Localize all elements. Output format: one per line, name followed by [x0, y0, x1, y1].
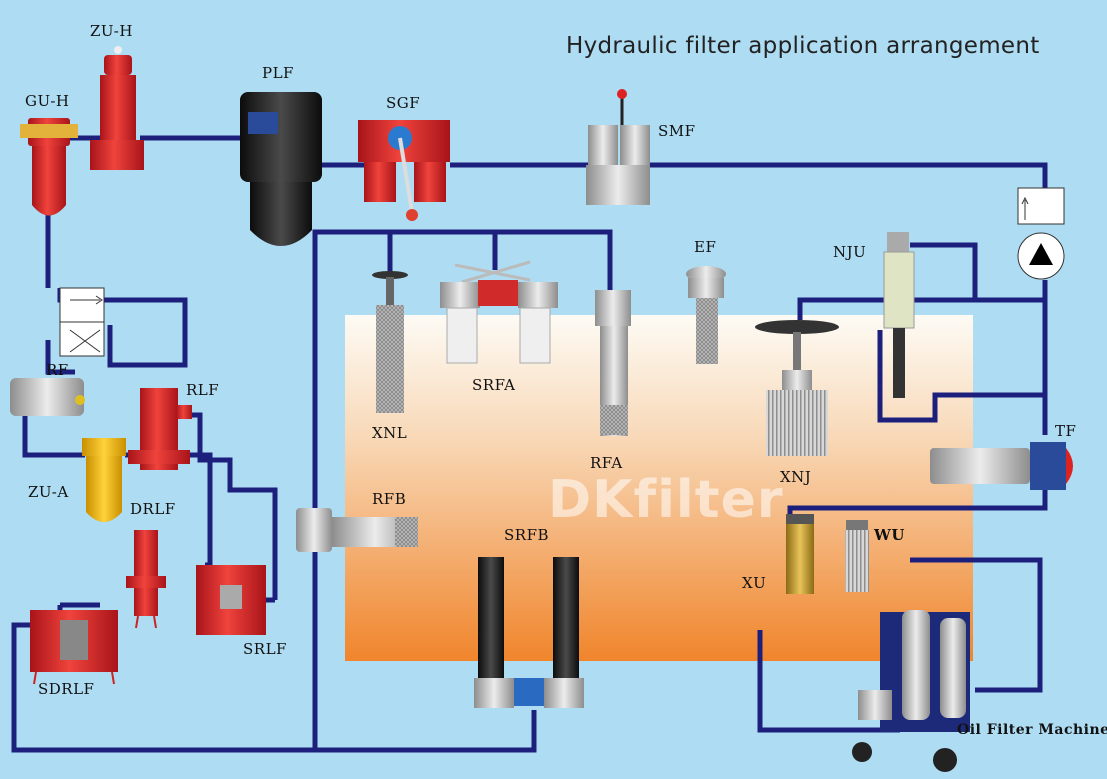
label-plf: PLF: [262, 64, 294, 82]
rf-filter: [10, 378, 85, 416]
label-gu-h: GU-H: [25, 92, 70, 110]
drlf-filter: [126, 530, 166, 629]
rfa-filter: [595, 290, 631, 436]
oil-filter-machine: [852, 610, 970, 772]
sgf-filter: [358, 120, 450, 221]
xnl-filter: [372, 271, 408, 413]
label-zu-a: ZU-A: [28, 483, 69, 501]
directional-valve-symbol: [59, 287, 105, 357]
pump-symbol: [1017, 187, 1065, 280]
label-xu: XU: [742, 574, 767, 592]
label-smf: SMF: [658, 122, 696, 140]
xu-filter: [786, 514, 814, 594]
sdrlf-filter: [30, 610, 118, 685]
label-rfa: RFA: [590, 454, 623, 472]
tf-filter: [930, 442, 1073, 490]
srfb-filter: [474, 557, 584, 708]
label-tf: TF: [1055, 422, 1077, 440]
nju-filter: [883, 232, 915, 398]
label-nju: NJU: [833, 243, 867, 261]
diagram-title: Hydraulic filter application arrangement: [566, 33, 1040, 59]
wu-filter: [845, 520, 869, 592]
ef-filter: [686, 266, 726, 364]
label-drlf: DRLF: [130, 500, 176, 518]
zu-h-filter: [90, 46, 144, 170]
label-sdrlf: SDRLF: [38, 680, 95, 698]
label-rfb: RFB: [372, 490, 407, 508]
plf-filter: [240, 92, 322, 246]
gu-h-filter: [20, 118, 78, 216]
srfa-filter: [440, 260, 558, 364]
label-rlf: RLF: [186, 381, 220, 399]
xnj-filter: [755, 320, 839, 456]
label-zu-h: ZU-H: [90, 22, 133, 40]
label-srfb: SRFB: [504, 526, 550, 544]
label-ef: EF: [694, 238, 717, 256]
srlf-filter: [196, 565, 266, 635]
label-rf: RF: [46, 361, 69, 379]
label-srfa: SRFA: [472, 376, 516, 394]
oil-tank: [345, 315, 973, 661]
rlf-filter: [128, 388, 192, 470]
rfb-filter: [296, 508, 418, 552]
label-xnl: XNL: [372, 424, 408, 442]
label-sgf: SGF: [386, 94, 421, 112]
zu-a-filter: [82, 438, 126, 522]
smf-filter: [586, 89, 650, 205]
label-oil-filter-machine: Oil Filter Machine: [957, 722, 1107, 738]
label-wu: WU: [874, 526, 905, 544]
brand-watermark: DKfilter: [548, 470, 784, 530]
label-srlf: SRLF: [243, 640, 287, 658]
label-xnj: XNJ: [780, 468, 812, 486]
